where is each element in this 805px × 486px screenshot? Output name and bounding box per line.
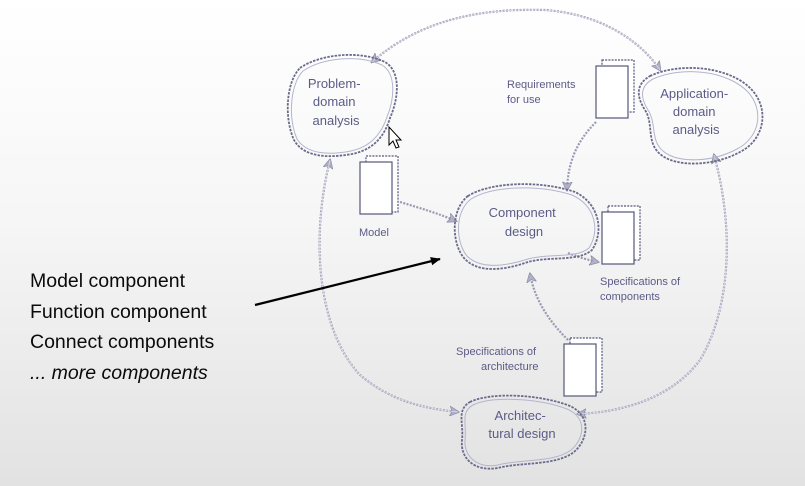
node-architectural-design: Architec- tural design (460, 394, 587, 470)
application-domain-label-1: Application- (660, 86, 728, 101)
requirements-label: Requirements for use (507, 79, 579, 106)
spec-architecture-label: Specifications of architecture (456, 346, 539, 373)
document-icon-requirements (595, 59, 635, 119)
problem-domain-label-3: analysis (313, 113, 360, 128)
svg-text:Application- domain: Application- domain analysis (660, 86, 732, 137)
flow-model-component (399, 200, 456, 221)
problem-domain-label-2: domain (313, 94, 356, 109)
svg-text:Architec- tural design: Architec- tural design (488, 408, 555, 441)
component-design-label-1: Component (489, 205, 557, 220)
architectural-design-label-1: Architec- (495, 408, 546, 423)
list-item-more-components: ... more components (30, 361, 208, 384)
component-list: Model component Function component Conne… (30, 266, 214, 388)
architectural-design-label-2: tural design (488, 426, 555, 441)
node-problem-domain: Problem- domain analysis (286, 53, 398, 158)
node-component-design: Component design (453, 183, 600, 270)
list-item-connect-components: Connect components (30, 331, 215, 353)
mouse-cursor-icon (388, 125, 403, 149)
svg-text:Problem- domain an: Problem- domain analysis (308, 76, 364, 128)
flow-architecture-component (530, 274, 569, 341)
application-domain-label-3: analysis (673, 122, 720, 137)
pointer-arrow-icon (254, 257, 441, 307)
document-icon-spec-architecture (563, 337, 603, 397)
problem-domain-label-1: Problem- (308, 76, 361, 91)
document-icon-model (359, 155, 399, 215)
application-domain-label-2: domain (673, 104, 716, 119)
model-label: Model (359, 227, 389, 239)
flow-requirements-component (567, 121, 597, 190)
spec-components-label: Specifications of components (600, 276, 683, 303)
list-item-function-component: Function component (30, 300, 207, 323)
flow-component-spec (567, 251, 598, 262)
flow-arrows (318, 8, 728, 414)
document-icon-spec-components (601, 205, 641, 265)
component-design-label-2: design (505, 224, 543, 239)
svg-text:Component design: Component design (489, 205, 560, 239)
list-item-model-component: Model component (30, 270, 186, 292)
node-application-domain: Application- domain analysis (637, 67, 764, 165)
